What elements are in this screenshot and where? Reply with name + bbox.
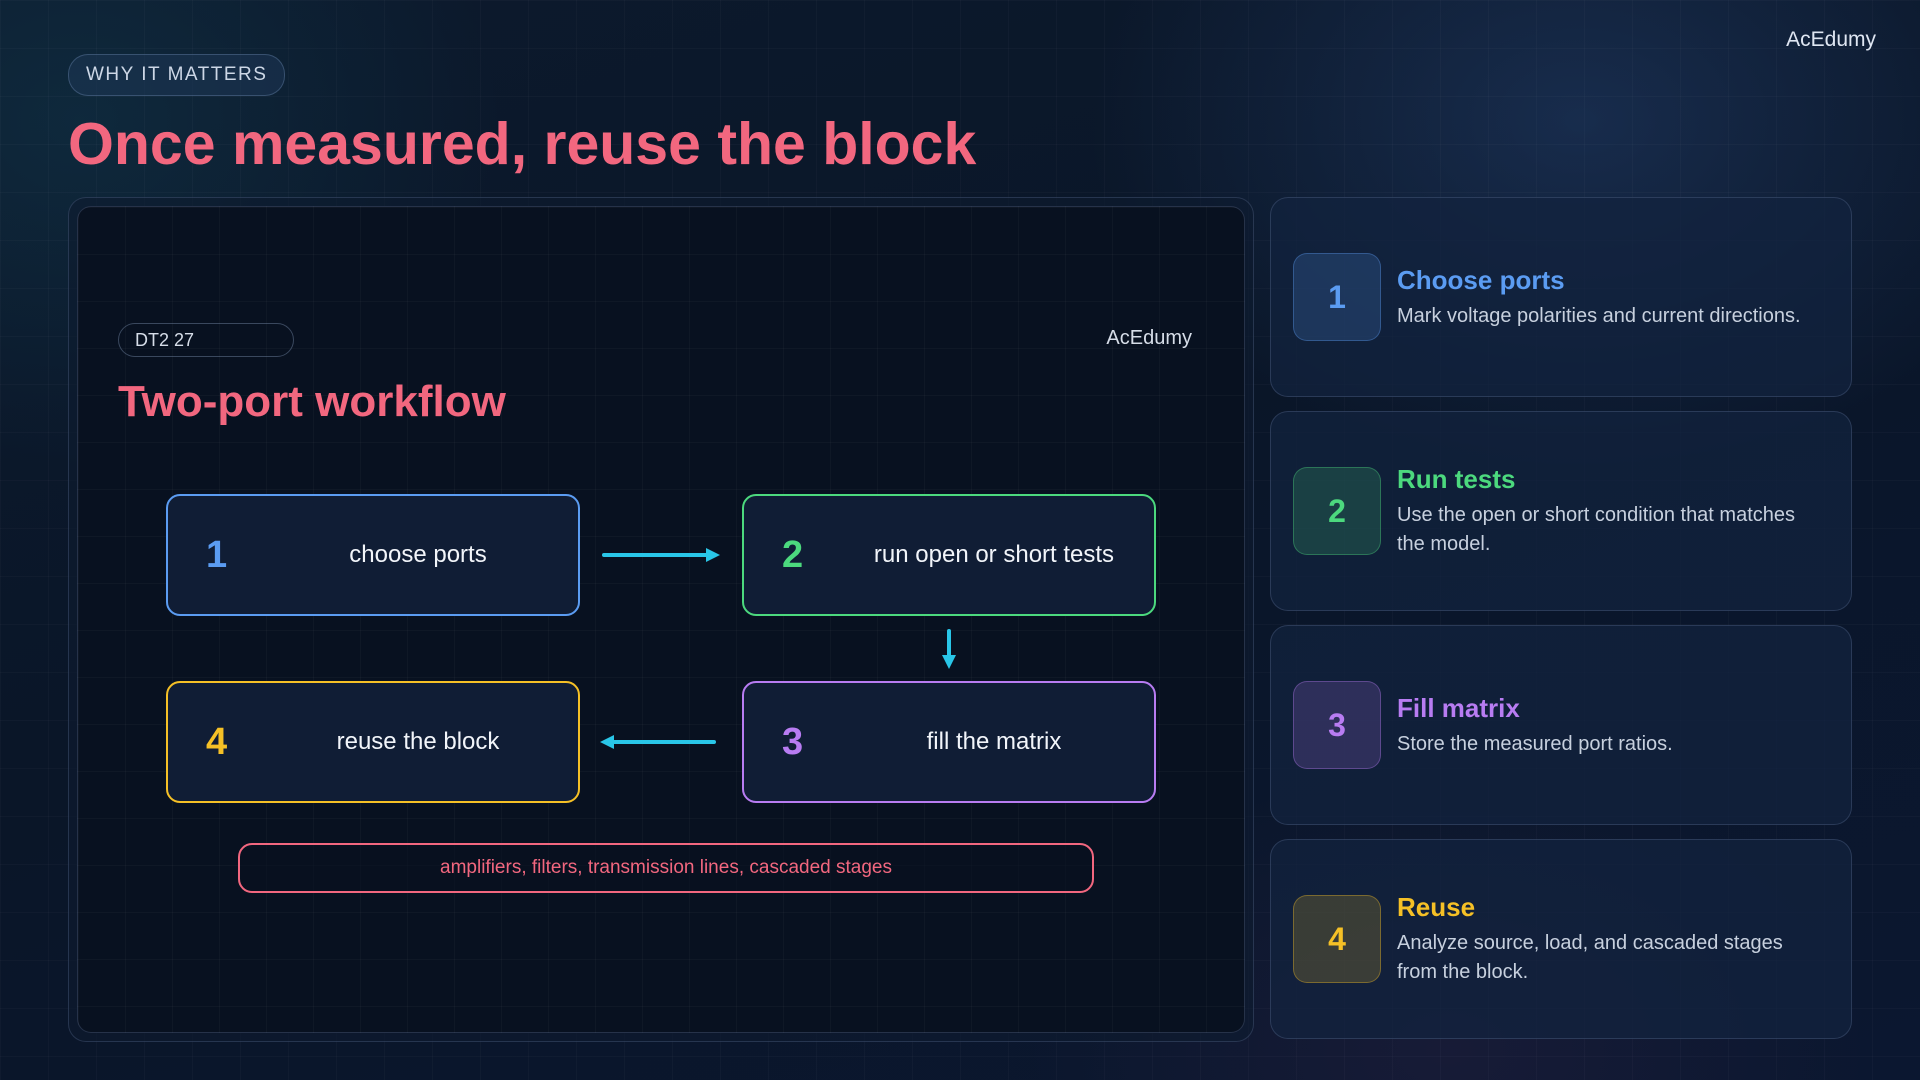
step-box-run-tests: 2 run open or short tests: [742, 494, 1156, 616]
page-title: Once measured, reuse the block: [68, 111, 977, 177]
diagram-canvas: DT2 27 AcEdumy Two-port workflow 1 choos…: [77, 206, 1245, 1033]
card-title: Reuse: [1397, 892, 1476, 922]
step-label: run open or short tests: [873, 541, 1115, 568]
card-title: Choose ports: [1397, 264, 1565, 295]
step-number: 4: [206, 720, 228, 763]
card-description: Mark voltage polarities and current dire…: [1397, 304, 1801, 327]
arrow-left-head: [600, 735, 614, 749]
eyebrow-badge: WHY IT MATTERS: [68, 54, 286, 96]
card-run-tests: 2 Run tests Use the open or short condit…: [1270, 411, 1852, 611]
arrow-down-head: [942, 655, 956, 669]
diagram-panel: DT2 27 AcEdumy Two-port workflow 1 choos…: [68, 197, 1254, 1042]
step-label: reuse the block: [336, 728, 500, 755]
step-box-fill-matrix: 3 fill the matrix: [742, 681, 1156, 803]
card-title: Fill matrix: [1397, 692, 1520, 723]
card-number-badge: 4: [1293, 895, 1381, 983]
diagram-title: Two-port workflow: [118, 377, 506, 426]
card-number-badge: 1: [1293, 253, 1381, 341]
card-number-badge: 2: [1293, 467, 1381, 555]
card-description: Analyze source, load, and cascaded stage…: [1397, 932, 1783, 983]
diagram-brand: AcEdumy: [1106, 327, 1192, 349]
step-label: fill the matrix: [926, 728, 1062, 755]
step-box-choose-ports: 1 choose ports: [166, 494, 580, 616]
step-number: 1: [206, 533, 228, 576]
card-description: Store the measured port ratios.: [1397, 732, 1673, 755]
card-fill-matrix: 3 Fill matrix Store the measured port ra…: [1270, 625, 1852, 825]
flow-arrows: [600, 548, 956, 749]
step-label: choose ports: [349, 541, 487, 568]
arrow-right-head: [706, 548, 720, 562]
card-title: Run tests: [1397, 464, 1516, 494]
step-number: 2: [782, 533, 804, 576]
card-number-badge: 3: [1293, 681, 1381, 769]
applications-footer: amplifiers, filters, transmission lines,…: [238, 843, 1094, 893]
card-choose-ports: 1 Choose ports Mark voltage polarities a…: [1270, 197, 1852, 397]
step-number: 3: [782, 720, 804, 763]
diagram-id-badge: DT2 27: [118, 323, 294, 357]
card-reuse: 4 Reuse Analyze source, load, and cascad…: [1270, 839, 1852, 1039]
step-box-reuse-block: 4 reuse the block: [166, 681, 580, 803]
card-description: Use the open or short condition that mat…: [1397, 504, 1796, 555]
brand-logo: AcEdumy: [1786, 28, 1876, 51]
